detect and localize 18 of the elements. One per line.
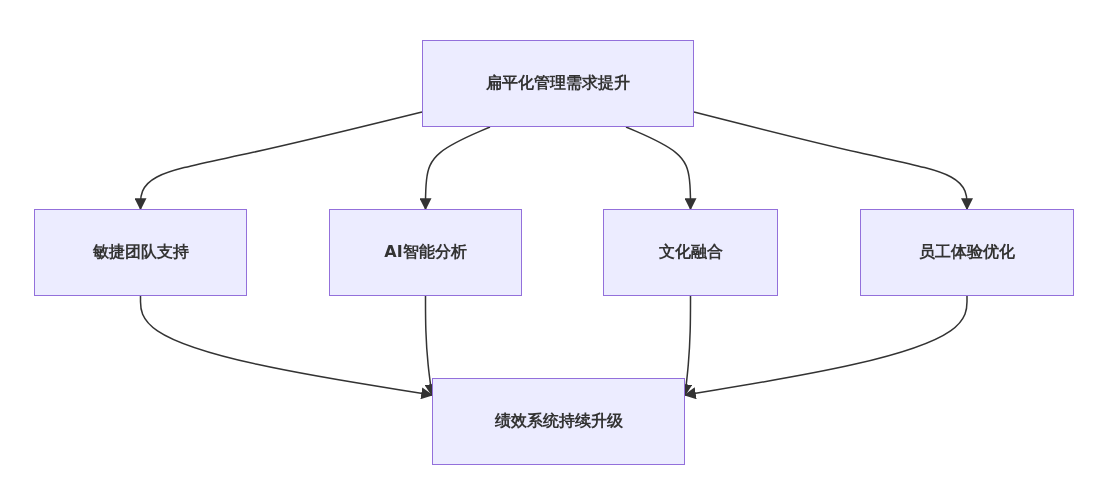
box-label: 敏捷团队支持	[92, 242, 189, 263]
arrow	[139, 295, 434, 400]
process-box	[34, 209, 247, 296]
process-box	[329, 209, 522, 296]
arrow	[625, 126, 697, 211]
arrow	[134, 111, 423, 211]
process-box	[422, 40, 694, 127]
box-label: 扁平化管理需求提升	[486, 73, 630, 94]
arrow	[693, 111, 973, 211]
arrow	[419, 126, 491, 211]
box-label: AI智能分析	[384, 242, 467, 263]
process-box	[603, 209, 778, 296]
arrow	[683, 295, 968, 400]
box-label: 文化融合	[658, 242, 723, 263]
box-label: 绩效系统持续升级	[494, 411, 623, 432]
process-box	[432, 378, 685, 465]
process-box	[860, 209, 1074, 296]
box-label: 员工体验优化	[919, 242, 1015, 263]
